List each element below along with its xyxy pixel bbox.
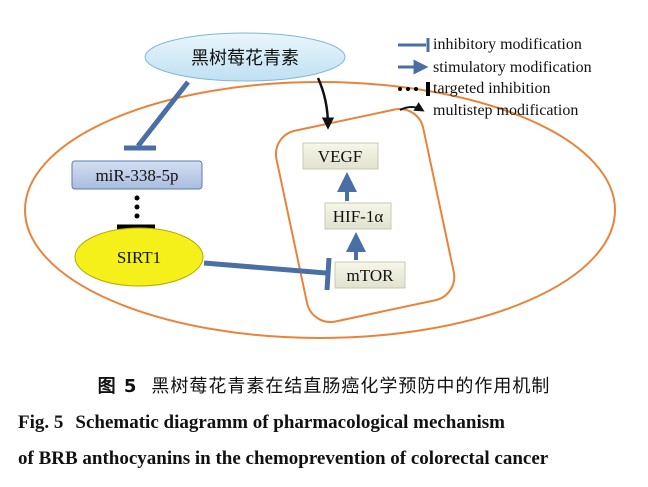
targeted-dot: [134, 204, 140, 210]
legend-multistep-symbol: [399, 102, 425, 112]
caption-en-line1-text: Schematic diagramm of pharmacological me…: [75, 412, 505, 433]
legend-multistep-label: multistep modification: [433, 102, 578, 119]
sirt1-to-mtor-inhibition: [203, 260, 327, 276]
sirt1-label: SIRT1: [117, 248, 161, 267]
mtor-label: mTOR: [347, 266, 395, 285]
brb-to-vegf-multistep-arrow: [316, 77, 335, 130]
cell-outline: [24, 81, 616, 339]
caption-english-line2: of BRB anthocyanins in the chemopreventi…: [18, 448, 549, 469]
legend-targeted-dot: [414, 87, 418, 91]
caption-cn-text: 黑树莓花青素在结直肠癌化学预防中的作用机制: [151, 376, 551, 397]
legend-stimulatory-label: stimulatory modification: [433, 59, 592, 76]
legend-targeted-dot: [406, 87, 410, 91]
legend-targeted-label: targeted inhibition: [433, 80, 550, 97]
caption-chinese: 图 5 黑树莓花青素在结直肠癌化学预防中的作用机制: [0, 372, 648, 398]
caption-cn-label: 图 5: [97, 376, 138, 397]
caption-english-line1: Fig. 5 Schematic diagramm of pharmacologi…: [18, 412, 643, 434]
mtor-node: [334, 261, 406, 289]
mir-label: miR-338-5p: [95, 166, 178, 185]
sirt1-to-mtor-inhibition-bar: [324, 257, 332, 291]
mechanism-diagram: 黑树莓花青素 miR-338-5p SIRT1 mTOR HIF-1α VEGF…: [24, 32, 616, 339]
brb-node: [144, 32, 346, 82]
legend-inhibitory-label: inhibitory modification: [433, 36, 582, 53]
legend: inhibitory modification stimulatory modi…: [398, 36, 592, 119]
legend-targeted-dot: [398, 87, 402, 91]
caption-en-label: Fig. 5: [18, 412, 64, 433]
vegf-label: VEGF: [318, 147, 362, 166]
targeted-dot: [134, 213, 140, 219]
hif-node: [324, 202, 392, 230]
vegf-node: [302, 142, 379, 170]
mir-node: [71, 160, 203, 190]
sirt1-node: [74, 227, 204, 287]
vegf-pathway-container: [274, 107, 456, 323]
targeted-dot: [134, 195, 140, 201]
brb-label: 黑树莓花青素: [191, 48, 299, 69]
hif-label: HIF-1α: [333, 207, 384, 226]
brb-to-mir-inhibition: [136, 80, 190, 148]
